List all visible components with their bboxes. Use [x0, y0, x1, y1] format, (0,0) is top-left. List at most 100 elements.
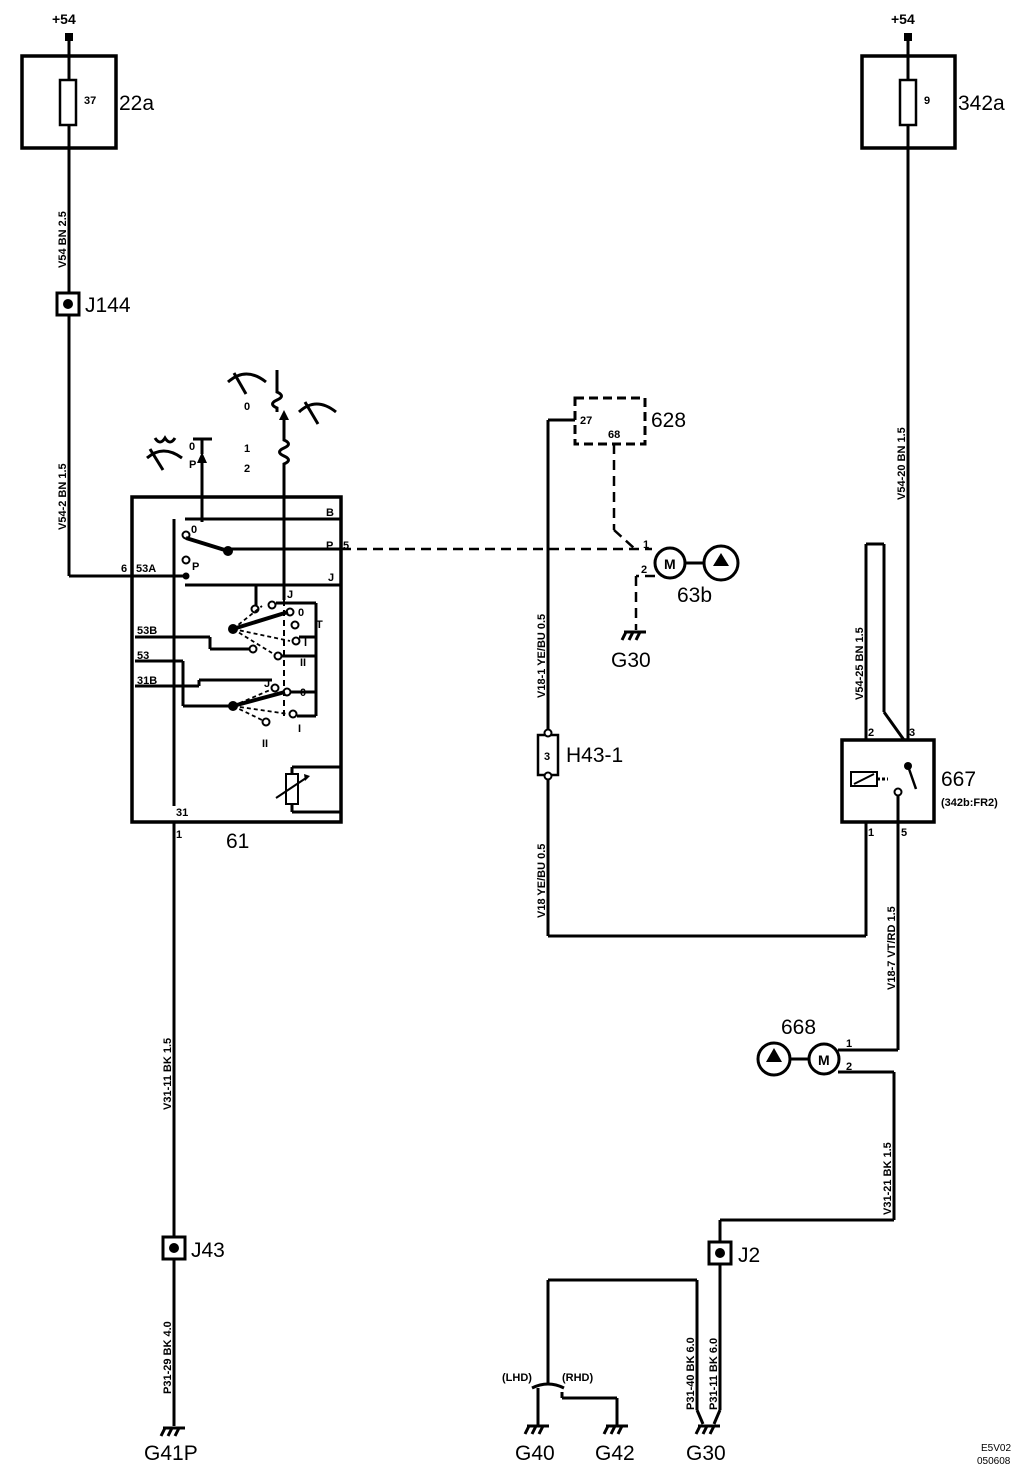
- module-628: 27 68 628: [573, 396, 686, 446]
- connector-h43-1: 3 H43-1: [536, 728, 623, 781]
- supply-right-terminal: [904, 33, 912, 41]
- wire-v54: V54 BN 2.5: [57, 211, 69, 268]
- svg-text:628: 628: [651, 409, 686, 432]
- fuse-22a-number: 37: [84, 95, 96, 107]
- fuse-22a-label: 22a: [119, 92, 154, 115]
- svg-text:2: 2: [641, 564, 647, 576]
- svg-text:B: B: [326, 507, 334, 519]
- svg-text:P: P: [326, 540, 333, 552]
- wire-p31-29: P31-29 BK 4.0: [162, 1321, 174, 1394]
- svg-text:2: 2: [244, 463, 250, 475]
- svg-text:I: I: [298, 723, 301, 735]
- ground-g42: G42: [595, 1424, 635, 1465]
- svg-text:(342b:FR2): (342b:FR2): [941, 797, 998, 809]
- svg-text:27: 27: [580, 415, 592, 427]
- svg-text:5: 5: [901, 827, 907, 839]
- svg-text:3: 3: [909, 727, 915, 739]
- svg-text:667: 667: [941, 768, 976, 791]
- pump-icon: [713, 553, 729, 566]
- svg-text:II: II: [300, 657, 306, 669]
- svg-text:3: 3: [544, 751, 550, 763]
- ground-g41p: G41P: [144, 1426, 198, 1465]
- svg-text:0: 0: [244, 401, 250, 413]
- svg-text:1: 1: [846, 1038, 852, 1050]
- svg-text:0: 0: [191, 524, 197, 536]
- svg-text:53B: 53B: [137, 625, 157, 637]
- connector-j144: J144: [55, 291, 131, 317]
- supply-left-label: +54: [52, 11, 76, 27]
- wiper-park-icon: [146, 435, 183, 471]
- svg-text:1: 1: [176, 829, 182, 841]
- svg-text:G42: G42: [595, 1442, 635, 1465]
- svg-text:J: J: [264, 678, 270, 690]
- svg-text:31B: 31B: [137, 675, 157, 687]
- svg-text:1: 1: [643, 539, 649, 551]
- svg-text:31: 31: [176, 807, 188, 819]
- footer-code-1: E5V02: [981, 1443, 1011, 1454]
- svg-text:G30: G30: [686, 1442, 726, 1465]
- variant-lhd: (LHD): [502, 1372, 532, 1384]
- switch-61: 0 P 0 1 2 B P 5 J 6 53A 0: [121, 370, 349, 853]
- motor-63b: M 1 2 63b: [641, 539, 740, 607]
- wire-v18-1: V18-1 YE/BU 0.5: [536, 614, 548, 698]
- wire-v18-7: V18-7 VT/RD 1.5: [886, 906, 898, 990]
- fuse-342a: 9 342a: [860, 54, 1005, 150]
- wire-p31-11: P31-11 BK 6.0: [708, 1338, 720, 1410]
- footer-code-2: 050608: [977, 1456, 1011, 1467]
- wire-v31-21: V31-21 BK 1.5: [882, 1142, 894, 1215]
- connector-j2: J2: [707, 1240, 760, 1267]
- svg-text:P: P: [189, 459, 196, 471]
- wiper-intermittent-icon: [227, 372, 267, 395]
- svg-text:J: J: [287, 589, 293, 601]
- wire-v54-25: V54-25 BN 1.5: [854, 627, 866, 700]
- wire-v54-20: V54-20 BN 1.5: [896, 427, 908, 500]
- wiper-continuous-icon: [297, 401, 337, 425]
- connector-j43: J43: [161, 1235, 225, 1262]
- wire-v54-2: V54-2 BN 1.5: [57, 463, 69, 530]
- svg-text:342a: 342a: [958, 92, 1005, 115]
- relay-667: 2 3 1 5 667 (342b:FR2): [840, 727, 998, 839]
- ground-g40: G40: [515, 1424, 555, 1465]
- svg-text:I: I: [304, 637, 307, 649]
- svg-text:5: 5: [343, 540, 349, 552]
- fuse-22a: 37 22a: [20, 54, 154, 150]
- wire-p31-40: P31-40 BK 6.0: [685, 1337, 697, 1410]
- svg-text:T: T: [316, 619, 323, 631]
- svg-text:6: 6: [121, 563, 127, 575]
- svg-text:9: 9: [924, 95, 930, 107]
- svg-text:68: 68: [608, 429, 620, 441]
- svg-text:53A: 53A: [136, 563, 156, 575]
- supply-left-terminal: [65, 33, 73, 41]
- svg-text:II: II: [262, 738, 268, 750]
- svg-text:53: 53: [137, 650, 149, 662]
- switch-61-label: 61: [226, 830, 249, 853]
- wire-v31-11: V31-11 BK 1.5: [162, 1038, 174, 1110]
- svg-text:G40: G40: [515, 1442, 555, 1465]
- svg-text:0: 0: [189, 441, 195, 453]
- svg-text:G41P: G41P: [144, 1442, 198, 1465]
- svg-text:0: 0: [298, 607, 304, 619]
- svg-text:M: M: [818, 1052, 830, 1068]
- motor-668: M 1 2 668: [756, 1016, 852, 1077]
- ground-g30-top: G30: [611, 630, 651, 672]
- svg-text:2: 2: [846, 1061, 852, 1073]
- svg-text:1: 1: [868, 827, 874, 839]
- wire-v18: V18 YE/BU 0.5: [536, 844, 548, 918]
- variant-rhd: (RHD): [562, 1372, 593, 1384]
- svg-text:G30: G30: [611, 649, 651, 672]
- svg-text:P: P: [192, 561, 199, 573]
- svg-text:J144: J144: [85, 294, 131, 317]
- svg-text:63b: 63b: [677, 584, 712, 607]
- svg-text:J: J: [328, 572, 334, 584]
- pump-icon: [766, 1048, 782, 1062]
- svg-text:2: 2: [868, 727, 874, 739]
- svg-text:M: M: [664, 556, 676, 572]
- svg-text:1: 1: [244, 443, 250, 455]
- ground-g30-bottom: G30: [686, 1424, 726, 1465]
- supply-right-label: +54: [891, 11, 915, 27]
- svg-text:668: 668: [781, 1016, 816, 1039]
- svg-text:H43-1: H43-1: [566, 744, 623, 767]
- svg-text:J2: J2: [738, 1244, 760, 1267]
- svg-text:J43: J43: [191, 1239, 225, 1262]
